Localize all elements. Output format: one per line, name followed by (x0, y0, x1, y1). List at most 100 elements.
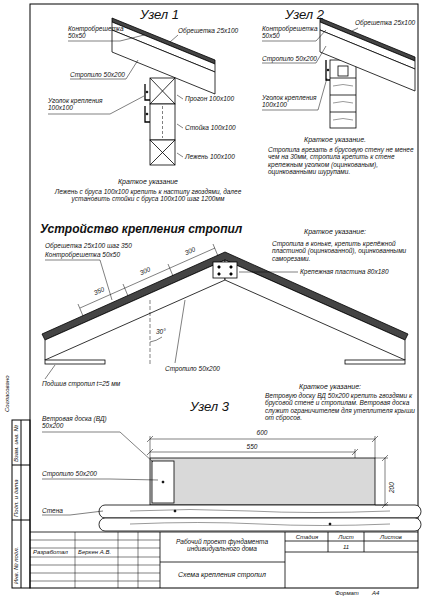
callout-label: Контробрешетка 50х50 (262, 25, 324, 40)
dimension-value: 300 (184, 245, 197, 256)
leader-line (48, 35, 183, 157)
callout-label: Обрешетка 25х100 (178, 27, 238, 34)
dimension-value: 600 (257, 429, 268, 436)
note-heading: Краткое указание: (304, 228, 366, 236)
node2-drawing (330, 78, 356, 79)
node2-drawing (327, 69, 329, 71)
callout-label: Стойка 100х100 (185, 124, 236, 131)
node1-drawing (150, 78, 175, 104)
note-heading: Краткое указание (118, 178, 178, 186)
node2-drawing (330, 112, 356, 113)
title-block-grid (30, 581, 160, 582)
title-block-grid (138, 532, 139, 588)
node1-drawing (150, 78, 175, 104)
dimension-value: 300 (139, 265, 152, 276)
callout-label: Стропило 50х200 (42, 470, 97, 477)
note-text: Ветровую доску ВД 50х200 крепить гвоздям… (265, 392, 415, 422)
roof-ridge-drawing (218, 273, 220, 275)
title-block-grid (30, 557, 160, 558)
callout-label: Стропило 50х200 (165, 365, 220, 372)
note-text: Лежень с бруса 100х100 крепить к настилу… (38, 188, 258, 203)
title-block-text: Разработал (33, 549, 68, 556)
title-block-grid (285, 532, 286, 588)
callout-label: Стропило 50х200 (70, 71, 125, 78)
node1-drawing (150, 104, 175, 140)
roof-ridge-drawing (213, 262, 237, 278)
node2-drawing (330, 95, 356, 96)
title-block-grid (285, 541, 418, 542)
leader-line (42, 479, 158, 480)
title-block-grid (30, 532, 418, 533)
callout-label: Прогон 100х100 (185, 95, 234, 102)
title-block-text: 11 (343, 544, 349, 551)
title-block-grid (30, 548, 160, 549)
dimension-line (355, 449, 356, 458)
stamp-text: Инв. № подл. (13, 547, 20, 584)
leader-line (45, 365, 55, 379)
callout-label: Уголок крепления 100х100 (48, 97, 110, 112)
dimension-line (352, 449, 358, 455)
dimension-line (372, 436, 378, 442)
node3-drawing (329, 523, 331, 525)
dimension-line (375, 505, 388, 506)
note-heading: Краткое указание: (299, 383, 361, 391)
node3-drawing (130, 510, 390, 526)
callout-label: Подшив стропил t=25 мм (42, 380, 120, 387)
leader-line (45, 260, 112, 300)
node2-drawing (320, 30, 415, 91)
node2-drawing (326, 60, 330, 80)
sheet-frame (30, 4, 418, 588)
note-heading: Краткое указание. (304, 136, 366, 144)
sheet-frame (21, 420, 22, 588)
node2-drawing (338, 66, 348, 76)
title-block-grid (364, 532, 365, 552)
leader-line (45, 260, 298, 379)
leader-line (42, 432, 158, 515)
title-block-text: А4 (372, 590, 379, 597)
dimension-line (213, 244, 218, 256)
callout-label: Крепежная пластина 80х180 (300, 268, 389, 275)
node1-drawing (150, 140, 175, 165)
leader-line (42, 432, 153, 462)
leader-line (170, 35, 178, 42)
node1-drawing (150, 78, 175, 104)
leader-line (48, 96, 144, 114)
title-block-grid (30, 532, 418, 588)
node-title: Узел 3 (190, 400, 229, 415)
callout-label: Уголок крепления 100х100 (262, 94, 324, 109)
dimension-line (382, 502, 388, 508)
node1-drawing (145, 84, 150, 100)
callout-label: Стена (42, 507, 63, 514)
title-block-text: Формат (335, 590, 359, 597)
leader-line (262, 46, 326, 63)
leader-line (177, 95, 183, 99)
title-block-grid (30, 573, 160, 574)
section-heading: Устройство крепления стропил (40, 222, 242, 236)
callout-label: Обрешетка 25х100 (355, 19, 415, 26)
title-block-text: Схема крепления стропил (178, 571, 266, 579)
dimension-value: 200 (388, 482, 395, 493)
title-block-grid (285, 552, 418, 553)
node-title: Узел 1 (140, 8, 179, 23)
node3-drawing (152, 461, 174, 503)
roof-ridge-drawing (225, 260, 405, 360)
angle-value: 30° (156, 328, 166, 335)
title-block-text: Рабочий проект фундамента индивидуальног… (165, 538, 280, 553)
note-text: Стропила врезать в брусовую стену не мен… (268, 146, 416, 176)
leader-line (177, 124, 183, 128)
dimension-line (78, 244, 218, 365)
node1-drawing (112, 18, 215, 165)
dimension-line (147, 449, 153, 455)
title-block-grid (30, 565, 160, 566)
roof-ridge-drawing (42, 252, 408, 364)
node-title: Узел 2 (285, 8, 324, 23)
node3-drawing (99, 458, 421, 531)
node2-drawing (320, 18, 415, 128)
dimension-line (147, 436, 388, 508)
roof-ridge-drawing (218, 266, 220, 268)
dimension-line (150, 300, 151, 365)
dimension-line (382, 455, 388, 461)
dimension-line (147, 436, 153, 442)
node2-drawing (333, 85, 353, 121)
roof-ridge-drawing (45, 360, 105, 364)
